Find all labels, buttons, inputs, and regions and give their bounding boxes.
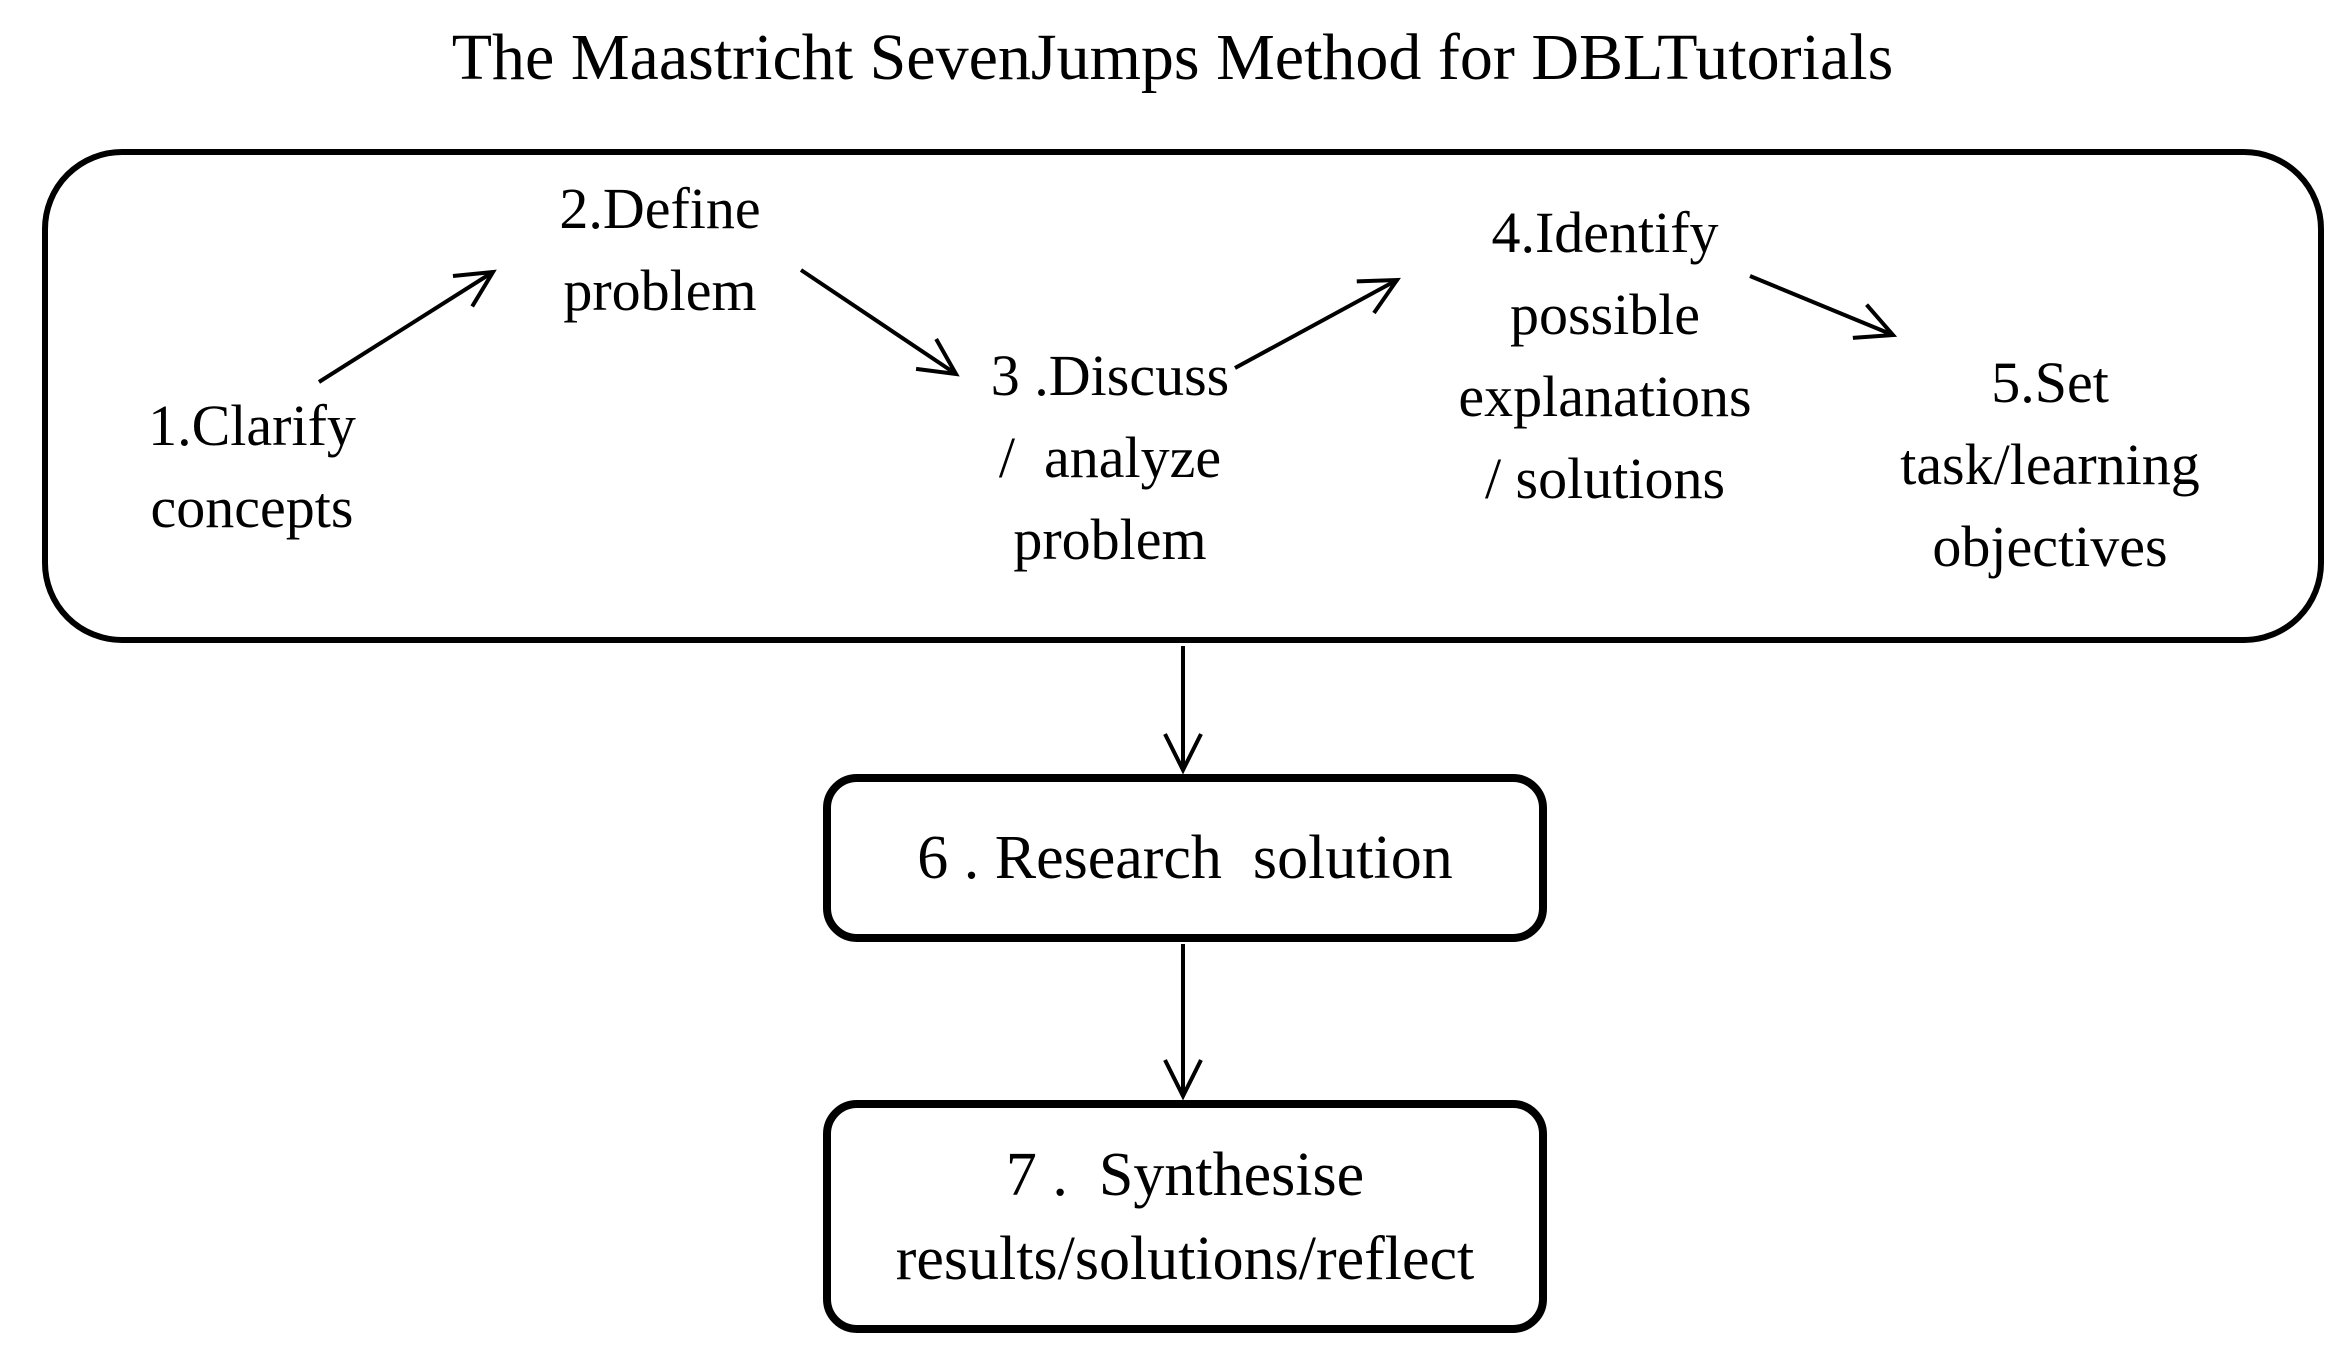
step-2-define-problem: 2.Define problem	[440, 168, 880, 332]
step-5-line: 5.Set	[1991, 350, 2109, 415]
step-4-identify-explanations-solutions: 4.Identify possible explanations / solut…	[1385, 192, 1825, 520]
step-6-research-solution-box: 6 . Research solution	[823, 774, 1547, 942]
step-7-synthesise-results-box: 7 . Synthesise results/solutions/reflect	[823, 1100, 1547, 1333]
step-1-clarify-concepts: 1.Clarify concepts	[32, 385, 472, 549]
tutorial-stage-group-box	[42, 149, 2324, 643]
step-4-line: 4.Identify	[1491, 200, 1719, 265]
step-7-line: 7 . Synthesise	[1005, 1140, 1365, 1209]
step-1-line: 1.Clarify	[148, 393, 356, 458]
step-5-line: task/learning	[1900, 432, 2200, 497]
step-5-set-task-learning-objectives: 5.Set task/learning objectives	[1830, 342, 2270, 588]
step-3-line: / analyze	[998, 425, 1222, 490]
step-5-line: objectives	[1932, 514, 2168, 579]
step-4-line: / solutions	[1484, 446, 1726, 511]
step-4-line: explanations	[1458, 364, 1752, 429]
step-7-line: results/solutions/reflect	[895, 1224, 1475, 1293]
step-6-line: 6 . Research solution	[917, 824, 1453, 892]
step-2-line: problem	[563, 258, 757, 323]
diagram-title: The Maastricht SevenJumps Method for DBL…	[451, 21, 1894, 94]
step-1-line: concepts	[150, 475, 354, 540]
step-4-line: possible	[1509, 282, 1701, 347]
step-3-line: problem	[1013, 507, 1207, 572]
step-3-line: 3 .Discuss	[990, 343, 1230, 408]
step-3-discuss-analyze-problem: 3 .Discuss / analyze problem	[890, 335, 1330, 581]
step-2-line: 2.Define	[559, 176, 761, 241]
